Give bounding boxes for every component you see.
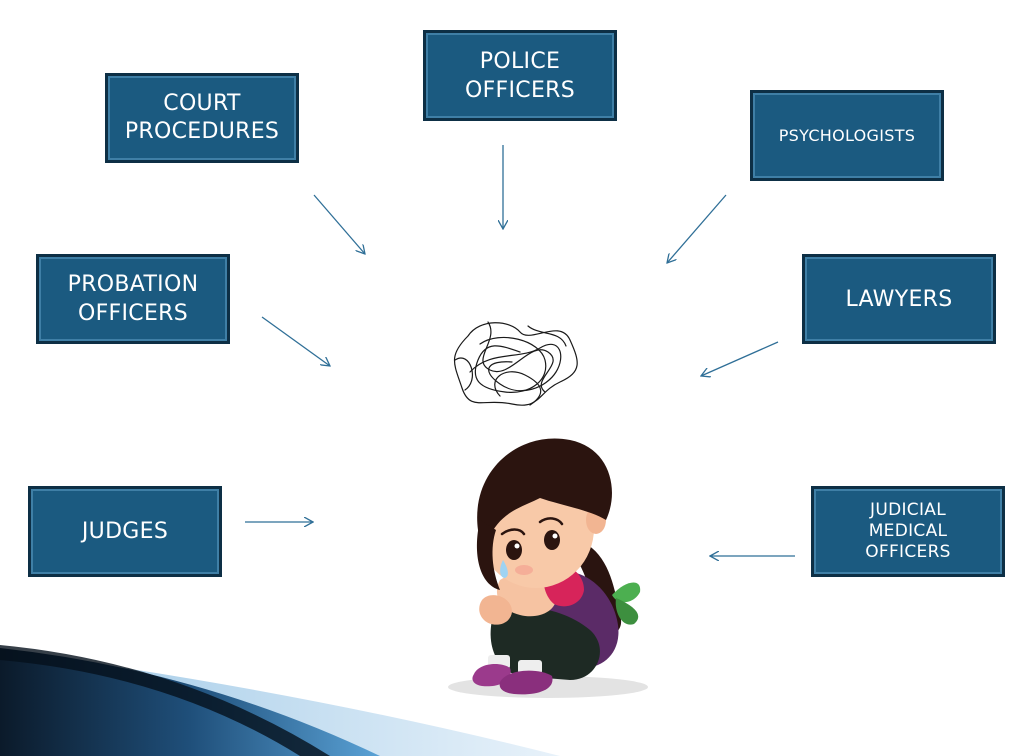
police-officers-label: POLICE OFFICERS [464, 48, 576, 103]
scribble-icon [453, 321, 578, 406]
court-procedures-box: COURT PROCEDURES [105, 73, 299, 163]
arrow-psychologists [667, 194, 727, 263]
judicial-medical-officers-box: JUDICIAL MEDICAL OFFICERS [811, 486, 1005, 577]
arrow-probation-officers [261, 316, 330, 366]
arrow-court-procedures [313, 194, 365, 254]
probation-officers-box: PROBATION OFFICERS [36, 254, 230, 344]
judges-box: JUDGES [28, 486, 222, 577]
lawyers-label: LAWYERS [845, 286, 953, 312]
lawyers-box: LAWYERS [802, 254, 996, 344]
court-procedures-label: COURT PROCEDURES [124, 91, 280, 144]
arrow-lawyers [701, 341, 779, 376]
psychologists-box: PSYCHOLOGISTS [750, 90, 944, 181]
judicial-medical-officers-label: JUDICIAL MEDICAL OFFICERS [865, 500, 951, 562]
judges-label: JUDGES [81, 519, 169, 544]
psychologists-label: PSYCHOLOGISTS [778, 126, 916, 145]
police-officers-box: POLICE OFFICERS [423, 30, 617, 121]
probation-officers-label: PROBATION OFFICERS [67, 272, 199, 326]
